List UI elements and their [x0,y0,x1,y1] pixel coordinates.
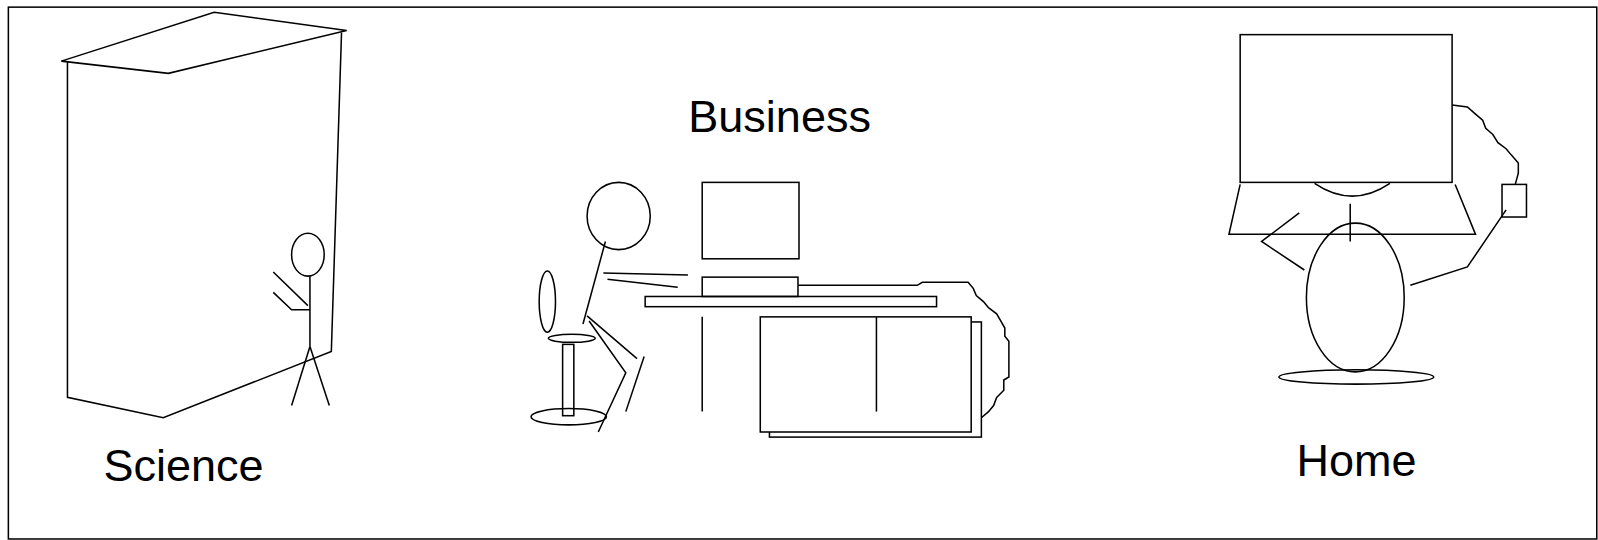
worker-body [583,241,605,324]
tv-table [1229,184,1476,234]
tv-screen [1240,35,1452,183]
desk-leg [701,317,703,412]
figure-leg [310,346,329,405]
figure-head [292,233,325,276]
frame-border [8,7,1596,539]
office-chair [531,271,606,425]
tv-cable [1452,105,1518,184]
chair-post [563,344,574,415]
scene-caption: Home [1296,437,1416,482]
figure-body [309,276,311,346]
monitor [702,182,799,258]
keyboard-unit [702,277,798,296]
scene-caption: Business [688,94,871,139]
worker-head [587,182,650,249]
chair-seat [548,334,595,342]
mainframe-cabinet [61,12,346,418]
figure-arm [273,292,310,309]
worker-leg [626,357,644,412]
viewer-base [1279,370,1434,384]
figure-leg [292,346,310,405]
worker-arm [607,279,677,287]
scene-caption: Science [103,442,263,487]
worker-arm [603,273,688,275]
chair-back [539,271,555,332]
coffee-mug [1502,184,1526,217]
scientist-figure [273,233,329,405]
desk-cabinet [760,317,971,432]
desk-computer [645,182,1009,437]
viewer-arm [1262,213,1305,270]
home-scene [1229,35,1527,384]
figure-arm [273,272,308,306]
viewer-arm [1410,210,1506,285]
power-cable [798,282,1009,418]
cabinet-body [67,33,341,418]
viewer-body [1306,223,1404,372]
desk-top [645,296,936,306]
viewer-head [1315,183,1390,196]
chair-base [531,409,606,425]
viewer-neck [1349,204,1351,242]
cabinet-top [61,12,346,73]
cabinet-divider [876,317,878,412]
